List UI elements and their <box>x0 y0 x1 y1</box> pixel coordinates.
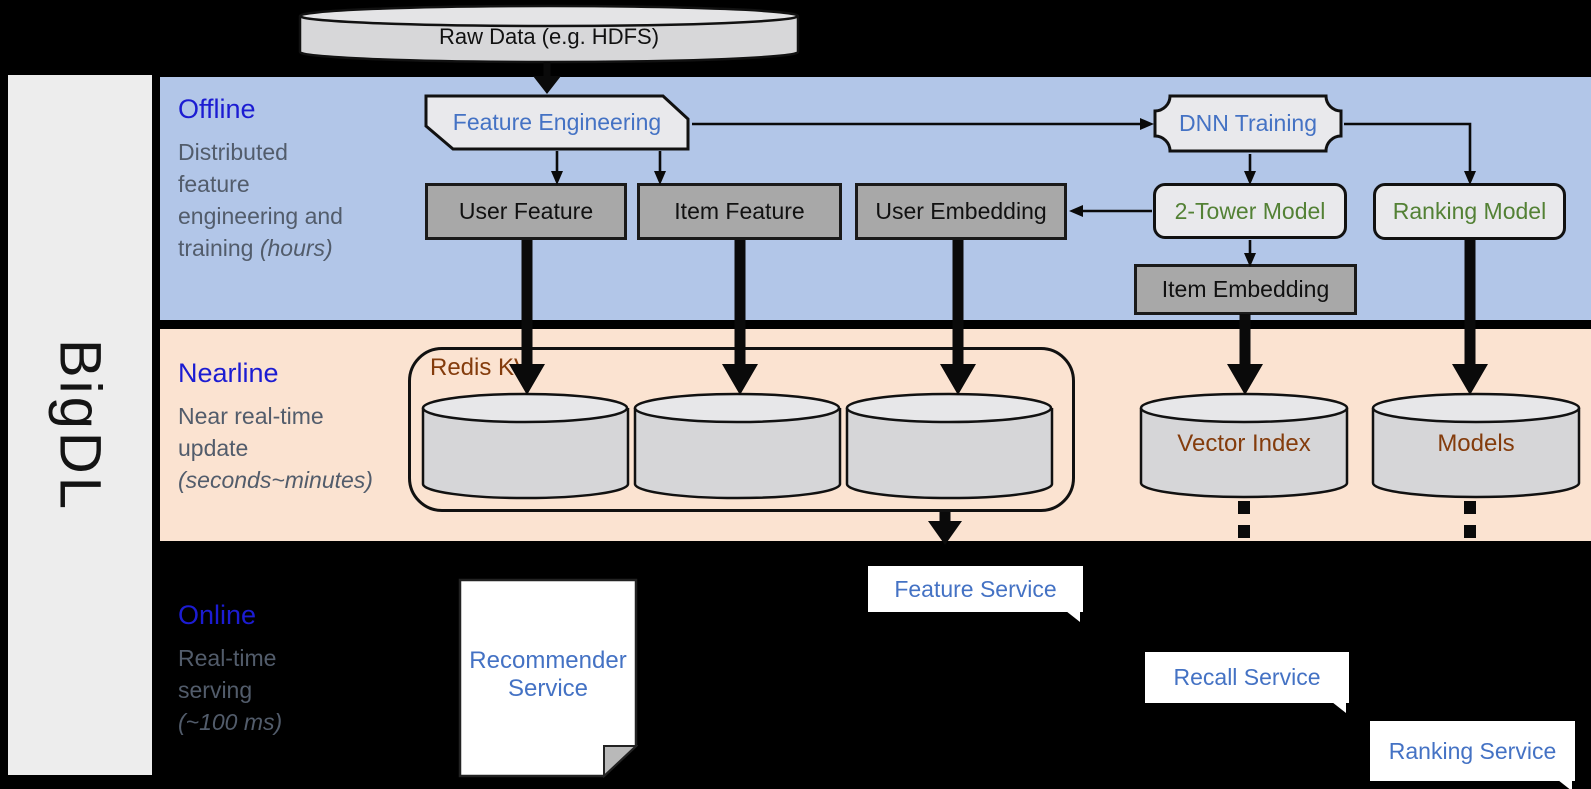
ranking-model-box: Ranking Model <box>1373 183 1566 240</box>
user-embedding-box: User Embedding <box>855 183 1067 240</box>
item-embedding-box: Item Embedding <box>1134 264 1357 315</box>
redis-cylinder-2 <box>633 392 842 500</box>
ranking-service-box: Ranking Service <box>1370 721 1575 789</box>
feature-service-box: Feature Service <box>868 566 1083 622</box>
bigdl-logo-text: BigDL <box>47 338 113 512</box>
redis-cylinder-3 <box>845 392 1054 500</box>
models-cylinder <box>1371 392 1581 499</box>
raw-data-cylinder <box>298 4 800 64</box>
offline-section-label: Offline Distributed feature engineering … <box>178 94 438 264</box>
nearline-heading: Nearline <box>178 358 279 388</box>
user-feature-box: User Feature <box>425 183 627 240</box>
online-description: Real-time serving (~100 ms) <box>178 645 283 735</box>
dnn-training-shape <box>1153 94 1343 153</box>
vector-index-cylinder <box>1139 392 1349 499</box>
nearline-section-label: Nearline Near real-time update (seconds~… <box>178 358 438 496</box>
redis-cylinder-1 <box>421 392 630 500</box>
online-section-label: Online Real-time serving (~100 ms) <box>178 600 438 738</box>
nearline-description: Near real-time update (seconds~minutes) <box>178 403 373 493</box>
recall-service-box: Recall Service <box>1145 652 1349 713</box>
recommender-service-document <box>458 578 638 779</box>
redis-kv-label: Redis KV <box>430 354 531 381</box>
offline-heading: Offline <box>178 94 256 124</box>
item-feature-box: Item Feature <box>637 183 842 240</box>
online-heading: Online <box>178 600 257 630</box>
recommender-service-label: Recommender Service <box>469 647 627 702</box>
bigdl-brand-bar: BigDL <box>8 75 152 775</box>
offline-description: Distributed feature engineering and trai… <box>178 139 343 261</box>
two-tower-model-box: 2-Tower Model <box>1153 183 1347 239</box>
feature-engineering-shape <box>424 94 690 151</box>
